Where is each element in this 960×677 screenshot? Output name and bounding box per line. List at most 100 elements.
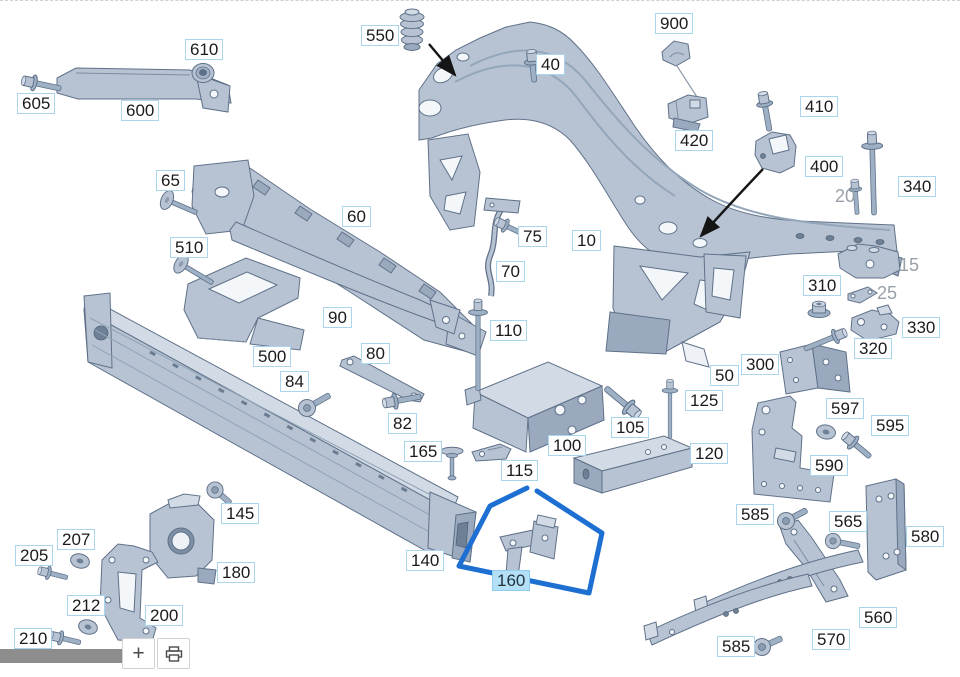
fastener-207[interactable]	[69, 552, 91, 570]
part-label-90[interactable]: 90	[323, 307, 352, 328]
part-label-140[interactable]: 140	[406, 550, 445, 571]
part-label-165[interactable]: 165	[404, 441, 443, 462]
part-label-180[interactable]: 180	[217, 562, 256, 583]
fastener-510[interactable]	[171, 252, 218, 291]
part-label-420[interactable]: 420	[675, 130, 714, 151]
fastener-597[interactable]	[815, 423, 836, 440]
fastener-75[interactable]	[492, 214, 524, 239]
part-label-300[interactable]: 300	[741, 354, 780, 375]
part-label-65[interactable]: 65	[156, 170, 185, 191]
part-10-crossmember[interactable]	[418, 21, 903, 355]
part-25-link[interactable]	[847, 286, 878, 304]
fastener-585-upper[interactable]	[775, 503, 811, 533]
part-label-310[interactable]: 310	[803, 275, 842, 296]
fastener-340[interactable]	[861, 130, 884, 216]
part-label-100[interactable]: 100	[548, 435, 587, 456]
part-label-200[interactable]: 200	[145, 605, 184, 626]
part-300-bracket[interactable]	[779, 343, 851, 395]
part-180-cover[interactable]	[149, 493, 217, 585]
part-label-210[interactable]: 210	[14, 628, 53, 649]
fastener-205[interactable]	[36, 564, 69, 585]
part-label-320[interactable]: 320	[854, 338, 893, 359]
part-80-strut-bar[interactable]	[339, 355, 425, 403]
part-label-212[interactable]: 212	[67, 595, 106, 616]
fastener-595[interactable]	[838, 428, 875, 463]
part-label-80[interactable]: 80	[361, 343, 390, 364]
part-label-125[interactable]: 125	[685, 390, 724, 411]
horizontal-scrollbar[interactable]	[0, 649, 124, 663]
fastener-610[interactable]	[191, 63, 215, 83]
fastener-82[interactable]	[381, 389, 422, 412]
part-550-buffer-stop[interactable]	[399, 8, 425, 51]
part-label-75[interactable]: 75	[518, 226, 547, 247]
part-label-15[interactable]: 15	[899, 255, 920, 275]
fastener-565[interactable]	[824, 532, 861, 554]
part-570-rail[interactable]	[643, 573, 813, 646]
part-120-side-member[interactable]	[572, 435, 694, 494]
part-label-597[interactable]: 597	[826, 398, 865, 419]
part-label-600[interactable]: 600	[121, 100, 160, 121]
part-label-145[interactable]: 145	[221, 503, 260, 524]
part-label-120[interactable]: 120	[690, 443, 729, 464]
fastener-125[interactable]	[661, 379, 679, 439]
part-label-70[interactable]: 70	[496, 261, 525, 282]
part-label-580[interactable]: 580	[906, 526, 945, 547]
part-label-585[interactable]: 585	[736, 504, 775, 525]
part-label-510[interactable]: 510	[170, 237, 209, 258]
part-label-605[interactable]: 605	[17, 93, 56, 114]
fastener-210[interactable]	[48, 628, 82, 649]
part-label-160[interactable]: 160	[492, 570, 531, 591]
fastener-605[interactable]	[20, 72, 63, 96]
part-label-900[interactable]: 900	[655, 13, 694, 34]
part-15-mount[interactable]	[837, 243, 901, 279]
part-400-bracket[interactable]	[754, 131, 797, 174]
part-600-bracket-arm[interactable]	[56, 67, 232, 113]
part-label-610[interactable]: 610	[185, 39, 224, 60]
part-label-340[interactable]: 340	[898, 176, 937, 197]
part-50-corner-piece[interactable]	[681, 341, 710, 368]
part-label-207[interactable]: 207	[57, 529, 96, 550]
part-90-lower-strip[interactable]	[229, 221, 461, 335]
part-label-560[interactable]: 560	[859, 607, 898, 628]
fastener-110[interactable]	[468, 298, 488, 392]
part-label-105[interactable]: 105	[611, 417, 650, 438]
part-label-410[interactable]: 410	[800, 96, 839, 117]
fastener-20[interactable]	[848, 178, 863, 215]
fastener-310[interactable]	[807, 300, 831, 318]
part-label-205[interactable]: 205	[15, 545, 54, 566]
fastener-65[interactable]	[158, 189, 201, 222]
fastener-84[interactable]	[295, 388, 334, 420]
part-label-590[interactable]: 590	[810, 455, 849, 476]
part-label-82[interactable]: 82	[388, 413, 417, 434]
part-label-570[interactable]: 570	[812, 629, 851, 650]
part-label-25[interactable]: 25	[877, 283, 898, 303]
fastener-40[interactable]	[523, 49, 542, 83]
part-label-20[interactable]: 20	[835, 186, 856, 206]
zoom-in-button[interactable]: +	[122, 638, 155, 669]
fastener-105[interactable]	[600, 381, 645, 423]
part-900-sensor[interactable]	[661, 40, 698, 98]
print-button[interactable]	[157, 638, 190, 669]
part-115-clip-plate[interactable]	[471, 443, 512, 462]
part-label-60[interactable]: 60	[342, 206, 371, 227]
part-500-box-bracket[interactable]	[183, 257, 305, 351]
part-label-500[interactable]: 500	[253, 346, 292, 367]
part-label-10[interactable]: 10	[572, 230, 601, 251]
fastener-165[interactable]	[440, 446, 464, 481]
part-580-channel[interactable]	[865, 478, 907, 581]
part-label-400[interactable]: 400	[805, 156, 844, 177]
part-label-110[interactable]: 110	[490, 320, 528, 341]
part-label-585[interactable]: 585	[717, 636, 756, 657]
part-label-565[interactable]: 565	[829, 511, 868, 532]
part-label-595[interactable]: 595	[871, 415, 910, 436]
part-label-330[interactable]: 330	[902, 317, 941, 338]
part-160-tow-bracket[interactable]	[499, 514, 559, 578]
part-label-50[interactable]: 50	[710, 365, 739, 386]
part-100-crash-box[interactable]	[464, 361, 605, 453]
part-label-40[interactable]: 40	[536, 54, 565, 75]
fastener-585-lower[interactable]	[751, 630, 785, 658]
fastener-410[interactable]	[755, 90, 778, 132]
part-label-115[interactable]: 115	[501, 460, 539, 481]
part-420-sensor-bracket[interactable]	[667, 94, 709, 133]
part-330-bracket[interactable]	[850, 304, 900, 342]
